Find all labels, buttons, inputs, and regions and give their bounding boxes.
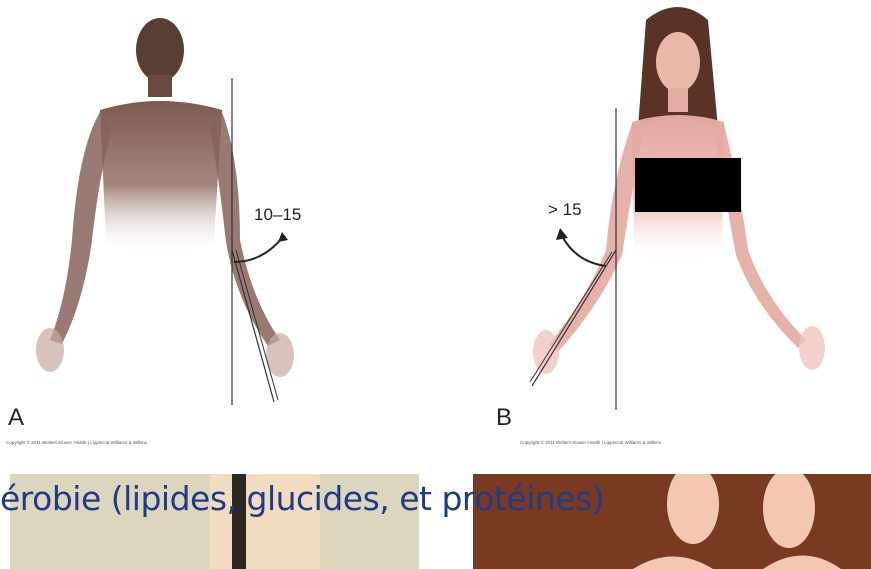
figure-a-right-arm [210, 112, 280, 346]
figure-b-head [656, 32, 700, 92]
figure-a-head [136, 18, 184, 82]
figure-b-label: B [496, 404, 512, 432]
figure-a-copyright: Copyright © 2011 Wolters Kluwer Health |… [6, 440, 147, 445]
figure-b-copyright: Copyright © 2011 Wolters Kluwer Health |… [520, 440, 661, 445]
figure-b-forearm-line [532, 250, 616, 386]
censor-box [635, 158, 741, 212]
figure-a-label: A [8, 404, 24, 432]
overlay-caption-text: érobie (lipides, glucides, et protéines) [0, 473, 604, 525]
figure-a-angle-label: 10–15 [254, 205, 301, 225]
figure-b-angle-arrow [562, 236, 606, 266]
figure-b-panel: B > 15 Copyright © 2011 Wolters Kluwer H… [436, 0, 871, 455]
figure-a-torso [100, 101, 222, 255]
figure-a-panel: A 10–15 Copyright © 2011 Wolters Kluwer … [0, 0, 436, 455]
figure-a-left-arm [50, 112, 112, 344]
figure-b-illustration [436, 0, 871, 455]
figure-b-angle-label: > 15 [548, 200, 582, 220]
figure-a-illustration [0, 0, 436, 455]
